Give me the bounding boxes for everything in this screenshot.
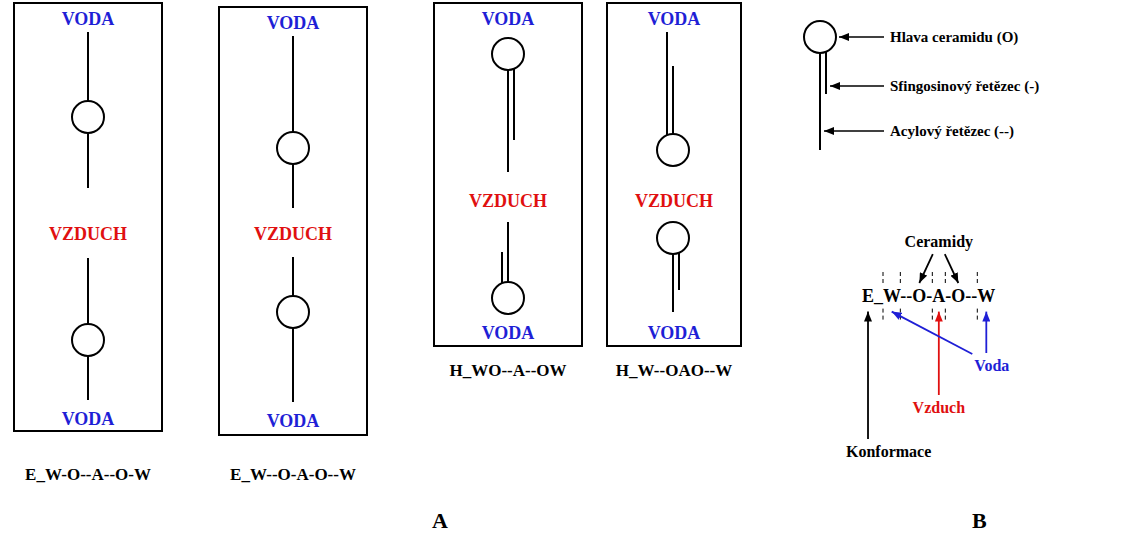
conformation-caption: H_WO--A--OW <box>449 360 566 382</box>
pointer-arrow <box>945 254 959 283</box>
water-label: VODA <box>648 322 701 344</box>
pointer-arrow <box>985 312 987 353</box>
water-label: VODA <box>482 322 535 344</box>
conformation-caption: H_W--OAO--W <box>616 360 732 382</box>
water-label: VODA <box>482 8 535 30</box>
notation-example: E_W--O-A-O--W <box>862 286 995 308</box>
separator-line <box>945 309 946 322</box>
conformation-box: VODAVZDUCHVODAE_W--O-A-O--W <box>218 6 368 436</box>
conformation-box: VODAVZDUCHVODAH_WO--A--OW <box>433 2 583 347</box>
water-pointer-label: Voda <box>974 356 1009 375</box>
pointer-arrow <box>892 312 973 354</box>
pointer-arrow <box>867 312 869 439</box>
separator-line <box>945 272 946 285</box>
conformation-box: VODAVZDUCHVODAH_W--OAO--W <box>606 2 742 347</box>
separator-line <box>932 272 933 285</box>
separator-line <box>977 309 978 322</box>
conformation-caption: E_W-O--A--O-W <box>25 464 151 486</box>
water-label: VODA <box>62 408 115 430</box>
legend-text: Acylový řetězec (--) <box>890 122 1014 140</box>
water-label: VODA <box>648 8 701 30</box>
pointer-arrow <box>919 254 932 283</box>
separator-line <box>977 272 978 285</box>
conformation-pointer-label: Konformace <box>846 442 931 461</box>
water-label: VODA <box>62 8 115 30</box>
water-label: VODA <box>267 12 320 34</box>
air-label: VZDUCH <box>49 223 127 245</box>
separator-line <box>932 309 933 322</box>
separator-line <box>883 309 884 322</box>
air-label: VZDUCH <box>254 223 332 245</box>
air-label: VZDUCH <box>469 190 547 212</box>
legend-text: Sfingosinový řetězec (-) <box>890 77 1039 95</box>
legend-text: Hlava ceramidu (O) <box>890 28 1018 46</box>
conformation-box: VODAVZDUCHVODAE_W-O--A--O-W <box>13 2 163 432</box>
separator-line <box>900 272 901 285</box>
conformation-caption: E_W--O-A-O--W <box>230 464 356 486</box>
pointer-arrow <box>938 312 940 395</box>
air-label: VZDUCH <box>635 190 713 212</box>
panel-letter: B <box>972 508 987 534</box>
panel-letter: A <box>432 508 448 534</box>
separator-line <box>883 272 884 285</box>
air-pointer-label: Vzduch <box>913 398 965 417</box>
group-label: Ceramidy <box>905 232 973 251</box>
water-label: VODA <box>267 410 320 432</box>
